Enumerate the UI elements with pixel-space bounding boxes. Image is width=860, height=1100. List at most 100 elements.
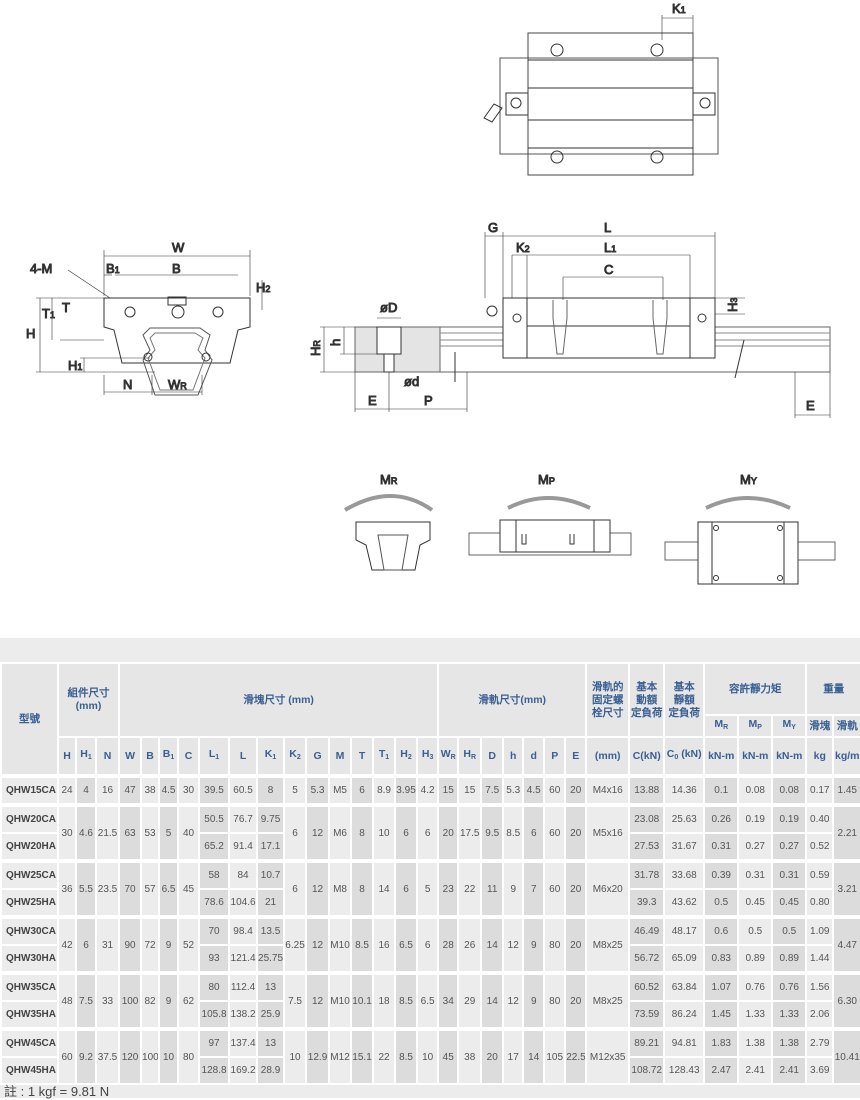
cell-K1: 8 xyxy=(256,774,286,806)
cell-C0: 14.36 xyxy=(663,774,706,806)
cell-d: 9 xyxy=(522,915,546,974)
cell-bolt: M6x20 xyxy=(585,859,631,918)
cell-wblock: 1.56 xyxy=(805,971,835,1002)
cell-C: 62 xyxy=(177,971,201,1030)
cell-L1: 80 xyxy=(198,971,231,1002)
cell-G: 12 xyxy=(305,803,331,862)
cell-wblock: 1.44 xyxy=(805,944,835,974)
cell-C0: 48.17 xyxy=(663,915,706,946)
cell-M: M10 xyxy=(328,915,353,974)
cell-MP: 1.33 xyxy=(737,1000,774,1030)
cell-MY: 0.08 xyxy=(771,774,808,806)
cell-L: 76.7 xyxy=(228,803,259,834)
cell-MP: 1.38 xyxy=(737,1027,774,1058)
label-D: øD xyxy=(380,300,397,315)
cell-N: 16 xyxy=(94,774,121,806)
cell-T: 8.5 xyxy=(350,915,375,974)
cell-M: M10 xyxy=(328,971,353,1030)
label-T1: T1 xyxy=(42,306,55,321)
cell-W: 100 xyxy=(118,971,143,1030)
cell-E: 20 xyxy=(564,774,588,806)
cell-wrail: 6.30 xyxy=(832,971,860,1030)
cell-WR: 20 xyxy=(437,803,460,862)
cell-h: 9 xyxy=(502,859,525,918)
cell-Cdyn: 73.59 xyxy=(628,1000,666,1030)
cell-K1: 17.1 xyxy=(256,832,286,862)
drawing-canvas: K1 W B B1 4-M H T1 xyxy=(26,1,836,585)
cell-K1: 10.7 xyxy=(256,859,286,890)
cell-D: 9.5 xyxy=(480,803,505,862)
cell-L: 121.4 xyxy=(228,944,259,974)
cell-MP: 0.76 xyxy=(737,971,774,1002)
label-4-M: 4-M xyxy=(30,261,52,276)
cell-W: 63 xyxy=(118,803,143,862)
cell-H2: 6 xyxy=(394,803,419,862)
model-cell: QHW20CA xyxy=(0,803,59,834)
cell-D: 14 xyxy=(480,915,505,974)
cell-T1: 8.9 xyxy=(372,774,397,806)
label-E-left: E xyxy=(368,393,377,408)
label-MY: MY xyxy=(740,472,757,487)
header-T: T xyxy=(350,736,375,777)
cell-C0: 33.68 xyxy=(663,859,706,890)
cell-MR: 0.5 xyxy=(703,888,740,918)
cell-C: 30 xyxy=(177,774,201,806)
header-WR: WR xyxy=(437,736,460,777)
cell-B: 53 xyxy=(140,803,161,862)
cell-L1: 105.8 xyxy=(198,1000,231,1030)
cell-wblock: 1.09 xyxy=(805,915,835,946)
cell-B1: 10 xyxy=(158,1027,180,1085)
cell-L: 169.2 xyxy=(228,1056,259,1085)
cell-W: 47 xyxy=(118,774,143,806)
header-MY: MY xyxy=(771,714,808,738)
cell-C0: 65.09 xyxy=(663,944,706,974)
cell-WR: 45 xyxy=(437,1027,460,1085)
cell-C0: 63.84 xyxy=(663,971,706,1002)
cell-L1: 70 xyxy=(198,915,231,946)
cell-B1: 6.5 xyxy=(158,859,180,918)
cell-B: 100 xyxy=(140,1027,161,1085)
cell-K1: 13.5 xyxy=(256,915,286,946)
header-W: W xyxy=(118,736,143,777)
label-W: W xyxy=(172,240,185,255)
cell-H: 30 xyxy=(57,803,77,862)
cell-C0: 43.62 xyxy=(663,888,706,918)
cell-B1: 9 xyxy=(158,915,180,974)
cell-L1: 128.8 xyxy=(198,1056,231,1085)
label-B1: B1 xyxy=(106,261,120,276)
cell-H: 24 xyxy=(57,774,77,806)
cell-H3: 6.5 xyxy=(416,971,440,1030)
cell-C0: 86.24 xyxy=(663,1000,706,1030)
cell-d: 4.5 xyxy=(522,774,546,806)
cell-W: 70 xyxy=(118,859,143,918)
cell-M: M5 xyxy=(328,774,353,806)
cell-wrail: 4.47 xyxy=(832,915,860,974)
cell-K1: 13 xyxy=(256,971,286,1002)
cell-MY: 0.19 xyxy=(771,803,808,834)
cell-bolt: M12x35 xyxy=(585,1027,631,1085)
cell-T: 10.1 xyxy=(350,971,375,1030)
cell-h: 12 xyxy=(502,915,525,974)
cell-P: 80 xyxy=(543,971,567,1030)
header-L1: L1 xyxy=(198,736,231,777)
cell-H1: 6 xyxy=(75,915,97,974)
cell-K1: 21 xyxy=(256,888,286,918)
cell-M: M12 xyxy=(328,1027,353,1085)
cell-N: 31 xyxy=(94,915,121,974)
model-cell: QHW25CA xyxy=(0,859,59,890)
cross-section-drawing: W B B1 4-M H T1 T H1 H2 N WR xyxy=(26,240,271,396)
label-E-right: E xyxy=(806,398,815,413)
label-H1: H1 xyxy=(68,358,82,373)
label-h: h xyxy=(328,339,343,346)
spec-table: 型號 組件尺寸(mm) 滑塊尺寸 (mm) 滑軌尺寸(mm) 滑軌的固定螺栓尺寸… xyxy=(0,662,860,1085)
header-model: 型號 xyxy=(0,662,59,777)
cell-E: 20 xyxy=(564,803,588,862)
header-B1: B1 xyxy=(158,736,180,777)
cell-MR: 1.07 xyxy=(703,971,740,1002)
